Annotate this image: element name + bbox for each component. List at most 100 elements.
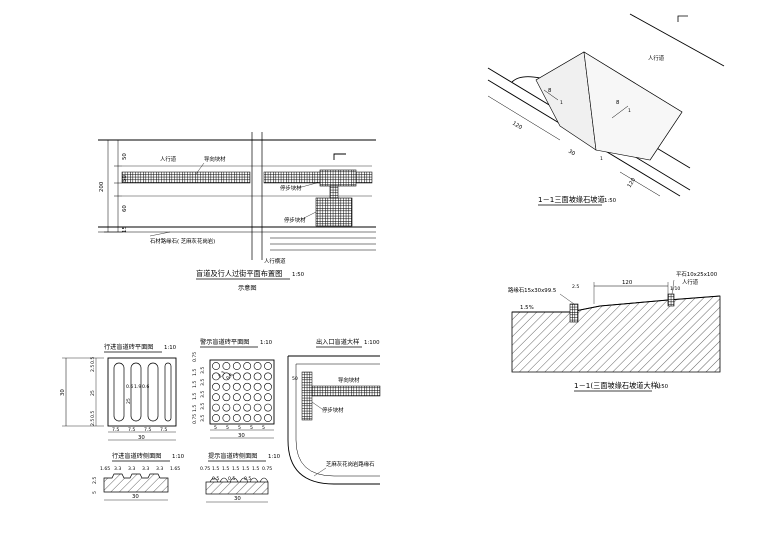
guide-sec-w: 30 — [132, 494, 139, 500]
warn-dim-b4: 5 — [262, 425, 265, 431]
plan-subtitle: 示意图 — [238, 284, 257, 292]
warning-dot — [243, 362, 252, 370]
slope3d-ratio-b: 8 — [616, 100, 620, 106]
warn-dim-r4: 3.5 — [200, 415, 206, 422]
warning-dot — [264, 403, 272, 412]
guide-section-scale: 1:10 — [172, 454, 185, 460]
guide-section-title: 行进盲道砖侧面图 — [112, 452, 162, 460]
warning-bump — [259, 477, 269, 483]
section-curb-label: 路缘石15x30x99.5 — [508, 286, 556, 294]
guide-tile-title: 行进盲道砖平面图 — [104, 343, 154, 351]
guide-sec-d5: 1.65 — [170, 466, 180, 472]
plan-sidewalk-label: 人行道 — [160, 155, 177, 163]
warn-dim-b2: 5 — [238, 425, 241, 431]
entrance-curb-label: 芝麻灰花岗岩路缘石 — [326, 460, 375, 468]
plan-dim-3: 200 — [99, 181, 105, 192]
warning-dot — [253, 372, 262, 381]
warning-dot — [243, 393, 252, 402]
plan-dim-5: 15 — [122, 226, 128, 233]
warn-dim-l2: 1.5 — [192, 381, 198, 388]
guide-sec-d3: 3.3 — [142, 466, 149, 472]
warn-dot-dim1: 0.6 — [225, 372, 234, 381]
plan-guide-label: 导向块材 — [204, 155, 226, 163]
warn-dim-b0: 5 — [214, 425, 217, 431]
plan-crossing-label: 人行横道 — [264, 257, 286, 265]
guide-tile-dim-30: 30 — [60, 389, 66, 396]
plan-stop-label: 停步块材 — [280, 184, 302, 192]
slope3d-dim-left: 120 — [511, 121, 523, 132]
warning-dot — [243, 403, 252, 412]
warning-dot — [253, 362, 262, 370]
warn-section-title: 提示盲道砖侧面图 — [208, 452, 258, 460]
warning-dot — [243, 414, 252, 422]
warning-tile: 警示盲道砖平面图 1:10 2.3 0.6 0.75 1.5 1.5 1.5 1… — [192, 338, 281, 503]
sidewalk-plan: 50 50 200 60 15 人行道 导向块材 停步块材 停步块材 石材路缘石… — [98, 132, 376, 292]
warn-dot-dim0: 2.3 — [217, 370, 226, 379]
slope3d-dim-right: 120 — [627, 177, 638, 189]
warn-dim-l4: 1.5 — [192, 405, 198, 412]
section-top-dim: 1/10 — [670, 286, 680, 292]
warn-sec-d3: 1.5 — [232, 466, 239, 472]
section-flat-stone-label: 平石10x25x100 — [676, 271, 718, 278]
warning-dot — [212, 382, 220, 391]
slope-section: 120 路缘石15x30x99.5 2.5 平石10x25x100 人行道 1/… — [508, 271, 721, 392]
warn-sec-d1: 1.5 — [212, 466, 219, 472]
warning-dot — [232, 393, 241, 402]
warning-bump — [209, 477, 219, 483]
warning-dot — [222, 393, 231, 402]
entrance-dim-50: 50 — [292, 376, 298, 382]
section-curb-small: 2.5 — [572, 284, 579, 290]
warn-dim-b1: 5 — [226, 425, 229, 431]
warn-sec-d6: 0.75 — [262, 466, 272, 472]
warn-sec-s2: 0.5 — [244, 476, 251, 482]
guide-tile-dim-l4: 2.5 — [90, 419, 96, 426]
warning-dot — [212, 372, 220, 381]
warning-dot — [243, 372, 252, 381]
guide-tile-scale: 1:10 — [164, 345, 177, 351]
warn-section-scale: 1:10 — [268, 454, 281, 460]
plan-stop-label-2: 停步块材 — [284, 216, 306, 224]
warning-dot — [253, 403, 262, 412]
plan-dim-1: 50 — [122, 153, 128, 160]
guide-tile-dim-l1: 2.5 — [90, 365, 96, 372]
warning-dot — [264, 362, 272, 370]
guide-tile-dim-b2: 7.5 — [144, 427, 151, 433]
entrance-scale: 1:100 — [364, 340, 380, 346]
warning-dot — [232, 403, 241, 412]
warning-dot — [232, 372, 241, 381]
warn-dim-b3: 5 — [250, 425, 253, 431]
plan-dim-2: 50 — [122, 175, 128, 182]
guide-tile-dim-i0: 0.6 — [126, 384, 133, 390]
guide-tile-dim-l2: 25 — [90, 390, 96, 396]
guide-tile-dim-30b: 30 — [138, 435, 145, 441]
warn-dim-r2: 3.5 — [200, 391, 206, 398]
guide-tile-dim-l3: 0.5 — [90, 411, 96, 418]
warning-dot — [222, 362, 231, 370]
guide-sec-d1: 3.3 — [114, 466, 121, 472]
slope3d-scale: 1:50 — [604, 198, 617, 204]
guide-sec-h0: 2.5 — [92, 477, 98, 484]
warn-sec-w: 30 — [234, 496, 241, 502]
slope3d-sidewalk-label: 人行道 — [648, 54, 665, 62]
warn-sec-d0: 0.75 — [200, 466, 210, 472]
entrance-guide-label: 导向块材 — [338, 376, 360, 384]
warn-dim-l3: 1.5 — [192, 393, 198, 400]
warning-dot — [232, 362, 241, 370]
slope3d-dim-mid: 30 — [567, 149, 576, 158]
warning-section-bumps — [209, 477, 269, 483]
warn-dim-l5: 0.75 — [192, 414, 198, 424]
plan-curb-label: 石材路缘石( 芝麻灰花岗岩) — [150, 237, 215, 245]
guide-tile-dim-b1: 7.5 — [128, 427, 135, 433]
warning-dot — [222, 414, 231, 422]
warning-bump — [219, 477, 229, 483]
slope3d-title: 1－1三面坡缘石坡道 — [538, 195, 605, 204]
warning-bump — [249, 477, 259, 483]
warning-dot — [232, 414, 241, 422]
warn-tile-scale: 1:10 — [260, 340, 273, 346]
guide-sec-h1: 5 — [92, 491, 98, 494]
warning-dot — [222, 372, 231, 381]
guide-tile-dim-i2: 0.6 — [142, 384, 149, 390]
warning-dots — [212, 362, 272, 422]
slope3d-ratio-a: 8 — [548, 88, 552, 94]
